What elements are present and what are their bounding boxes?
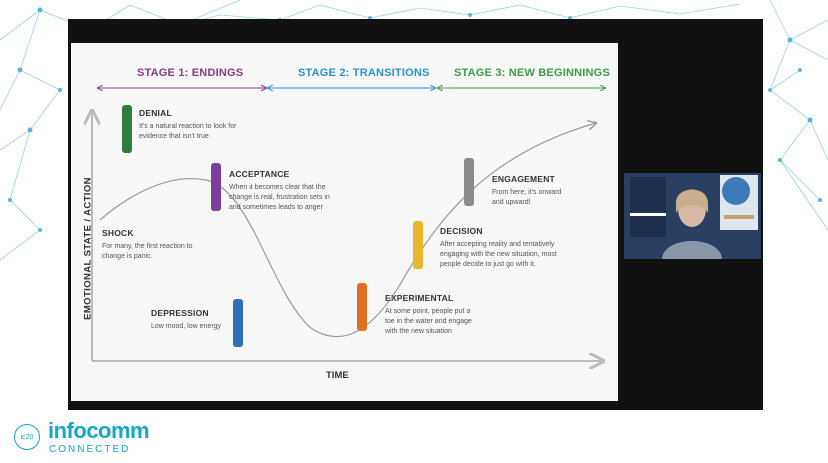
engagement-marker [464, 158, 474, 206]
engagement-title: ENGAGEMENT [492, 174, 555, 184]
stage3-label: STAGE 3: NEW BEGINNINGS [454, 67, 610, 79]
acceptance-title: ACCEPTANCE [229, 169, 290, 179]
stage2-label: STAGE 2: TRANSITIONS [298, 67, 430, 79]
denial-desc: It's a natural reaction to look for evid… [139, 123, 237, 140]
logo-sub-text: CONNECTED [49, 444, 131, 455]
stage1-label: STAGE 1: ENDINGS [137, 67, 244, 79]
decision-title: DECISION [440, 226, 483, 236]
acceptance-desc: When it becomes clear that the change is… [229, 184, 330, 211]
slide-graphics [71, 43, 618, 401]
depression-marker [233, 299, 243, 347]
experimental-marker [357, 283, 367, 331]
presenter-video-frame [624, 173, 761, 259]
depression-title: DEPRESSION [151, 308, 209, 318]
denial-title: DENIAL [139, 108, 172, 118]
ic20-badge: ic20 [14, 424, 40, 450]
denial-marker [122, 105, 132, 153]
x-axis-label: TIME [326, 370, 349, 381]
acceptance-marker [211, 163, 221, 211]
engagement-desc: From here, it's onward and upward! [492, 189, 562, 206]
y-axis-label: EMOTIONAL STATE / ACTION [82, 177, 94, 320]
shock-desc: For many, the first reaction to change i… [102, 243, 193, 260]
decision-desc: After accepting reality and tentatively … [440, 241, 557, 268]
experimental-desc: At some point, people put a toe in the w… [385, 308, 472, 335]
presenter-webcam [624, 173, 761, 259]
experimental-title: EXPERIMENTAL [385, 293, 454, 303]
shock-title: SHOCK [102, 228, 134, 238]
depression-desc: Low mood, low energy [151, 323, 222, 330]
decision-marker [413, 221, 423, 269]
change-curve [99, 123, 596, 338]
presentation-slide: STAGE 1: ENDINGS STAGE 2: TRANSITIONS ST… [71, 43, 618, 401]
logo-main-text: infocomm [48, 418, 150, 443]
